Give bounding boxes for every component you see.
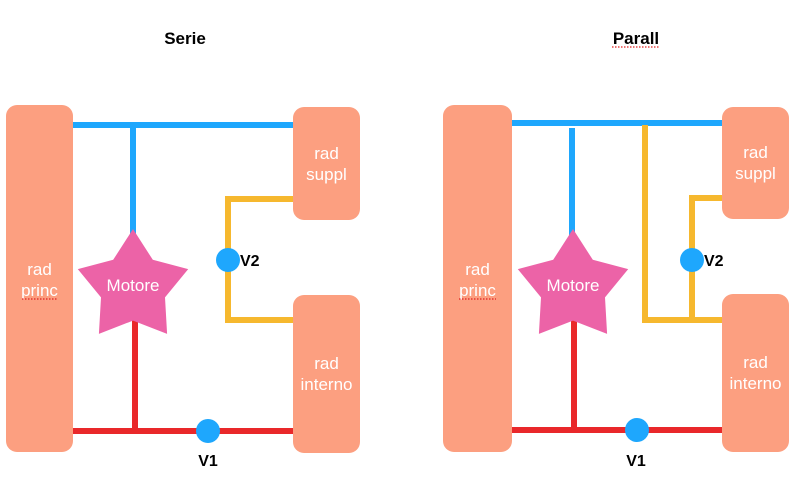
radiator-supplementary-body [722,107,789,219]
valve-v2-dot [680,248,704,272]
radiator-supplementary-label-line2: suppl [306,165,347,184]
valve-v1-label: V1 [198,453,218,470]
valve-v1: V1 [196,419,220,470]
motor-star-shape [517,229,629,334]
valve-v1-dot [196,419,220,443]
motor-star-shape [77,229,189,334]
motor: Motore [77,229,189,334]
radiator-main-body [443,105,512,452]
radiator-main: rad princ [6,105,73,452]
motor-label: Motore [107,276,160,295]
radiator-internal-label-line1: rad [314,354,339,373]
valve-v1-dot [625,418,649,442]
yellow-pipe-bypass [642,125,723,323]
diagram-title: Parall [613,29,659,48]
valve-v2-label: V2 [240,253,260,270]
motor-label: Motore [547,276,600,295]
motor: Motore [517,229,629,334]
valve-v2: V2 [216,248,260,272]
radiator-internal-body [293,295,360,453]
radiator-supplementary-label-line1: rad [743,143,768,162]
valve-v2-label: V2 [704,253,724,270]
radiator-main-label-line2: princ [459,281,496,300]
radiator-internal: rad interno [293,295,360,453]
radiator-internal-label-line2: interno [301,375,353,394]
radiator-main-body [6,105,73,452]
radiator-internal-body [722,294,789,452]
valve-v2-dot [216,248,240,272]
radiator-supplementary-body [293,107,360,220]
radiator-supplementary-label-line1: rad [314,144,339,163]
yellow-pipes [642,125,723,323]
valve-v1-label: V1 [626,453,646,470]
radiator-supplementary-label-line2: suppl [735,164,776,183]
red-pipes [72,318,294,434]
radiator-internal-label-line2: interno [730,374,782,393]
blue-pipes [72,122,294,236]
diagram-serie: Serie rad princ rad suppl ra [6,29,360,470]
radiator-internal-label-line1: rad [743,353,768,372]
radiator-internal: rad interno [722,294,789,452]
radiator-main-label-line1: rad [27,260,52,279]
diagram-parallel: Parall rad princ rad suppl [443,29,789,470]
radiator-main-label-line2: princ [21,281,58,300]
red-pipes [511,318,723,433]
blue-pipes [511,120,723,236]
yellow-pipe-supplementary [689,195,723,320]
radiator-main-label-line1: rad [465,260,490,279]
radiator-supplementary: rad suppl [722,107,789,219]
valve-v1: V1 [625,418,649,470]
radiator-main: rad princ [443,105,512,452]
radiator-supplementary: rad suppl [293,107,360,220]
diagram-title: Serie [164,29,206,48]
valve-v2: V2 [680,248,724,272]
